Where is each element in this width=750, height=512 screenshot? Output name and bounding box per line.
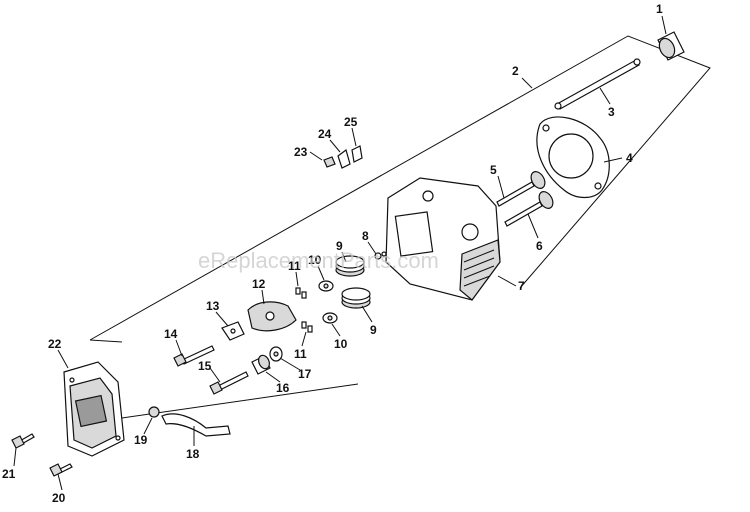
watermark-text: eReplacementParts.com xyxy=(198,248,439,273)
part-17-washer[interactable] xyxy=(269,346,283,362)
part-14-bolt[interactable] xyxy=(173,345,215,367)
part-21-screw[interactable] xyxy=(11,433,35,449)
callout-3: 3 xyxy=(608,105,615,119)
part-23-screw[interactable] xyxy=(323,156,336,168)
callout-16: 16 xyxy=(276,381,290,395)
callout-10-upper: 10 xyxy=(308,253,322,267)
part-5-intake-valve[interactable] xyxy=(496,169,548,207)
part-8-valve-keeper[interactable] xyxy=(374,251,387,260)
part-7-cylinder-head[interactable] xyxy=(385,177,501,301)
callout-19: 19 xyxy=(134,433,148,447)
callout-4: 4 xyxy=(626,151,633,165)
part-18-breather-tube[interactable] xyxy=(161,413,231,437)
callout-7: 7 xyxy=(518,279,525,293)
callout-1: 1 xyxy=(656,2,663,16)
part-20-screw[interactable] xyxy=(49,463,73,477)
callout-24: 24 xyxy=(318,127,332,141)
part-9-valve-spring-lower[interactable] xyxy=(341,287,371,309)
part-6-exhaust-valve[interactable] xyxy=(504,189,556,227)
part-12-rocker-arm[interactable] xyxy=(247,301,297,332)
part-3-push-rod[interactable] xyxy=(554,58,641,110)
callout-5: 5 xyxy=(490,163,497,177)
part-25-clip[interactable] xyxy=(351,145,363,163)
callout-15: 15 xyxy=(198,359,212,373)
part-10-spring-cap-lower[interactable] xyxy=(322,312,338,324)
callout-25: 25 xyxy=(344,115,358,129)
part-1-lifter[interactable] xyxy=(656,31,685,61)
callout-23: 23 xyxy=(294,145,308,159)
callout-17: 17 xyxy=(298,367,312,381)
part-16-spacer[interactable] xyxy=(251,354,271,375)
callout-9-upper: 9 xyxy=(336,239,343,253)
part-4-head-gasket[interactable] xyxy=(536,116,610,199)
callout-6: 6 xyxy=(536,239,543,253)
part-11-keepers-upper[interactable] xyxy=(295,287,307,299)
part-10-spring-cap-upper[interactable] xyxy=(318,280,334,292)
leader-lines xyxy=(13,15,667,491)
callout-11-lower: 11 xyxy=(294,347,307,361)
callout-10-lower: 10 xyxy=(334,337,348,351)
callout-21: 21 xyxy=(2,467,16,481)
callout-18: 18 xyxy=(186,447,200,461)
callout-22: 22 xyxy=(48,337,62,351)
part-15-bolt[interactable] xyxy=(209,371,249,395)
part-13-rocker-pivot[interactable] xyxy=(221,321,245,341)
part-11-keepers-lower[interactable] xyxy=(301,321,313,333)
callout-14: 14 xyxy=(164,327,178,341)
part-9-valve-spring-upper[interactable] xyxy=(335,255,365,277)
callout-8: 8 xyxy=(362,229,369,243)
part-22-valve-cover[interactable] xyxy=(63,361,125,457)
callout-9-lower: 9 xyxy=(370,323,377,337)
callout-2: 2 xyxy=(512,64,519,78)
callout-12: 12 xyxy=(252,277,266,291)
callout-13: 13 xyxy=(206,299,220,313)
callout-labels: 1 2 3 4 5 6 7 8 9 9 10 10 11 11 12 13 14… xyxy=(2,2,663,505)
part-24-bracket[interactable] xyxy=(337,148,351,169)
callout-11-upper: 11 xyxy=(288,259,301,273)
part-19-clamp[interactable] xyxy=(148,406,160,418)
callout-20: 20 xyxy=(52,491,66,505)
